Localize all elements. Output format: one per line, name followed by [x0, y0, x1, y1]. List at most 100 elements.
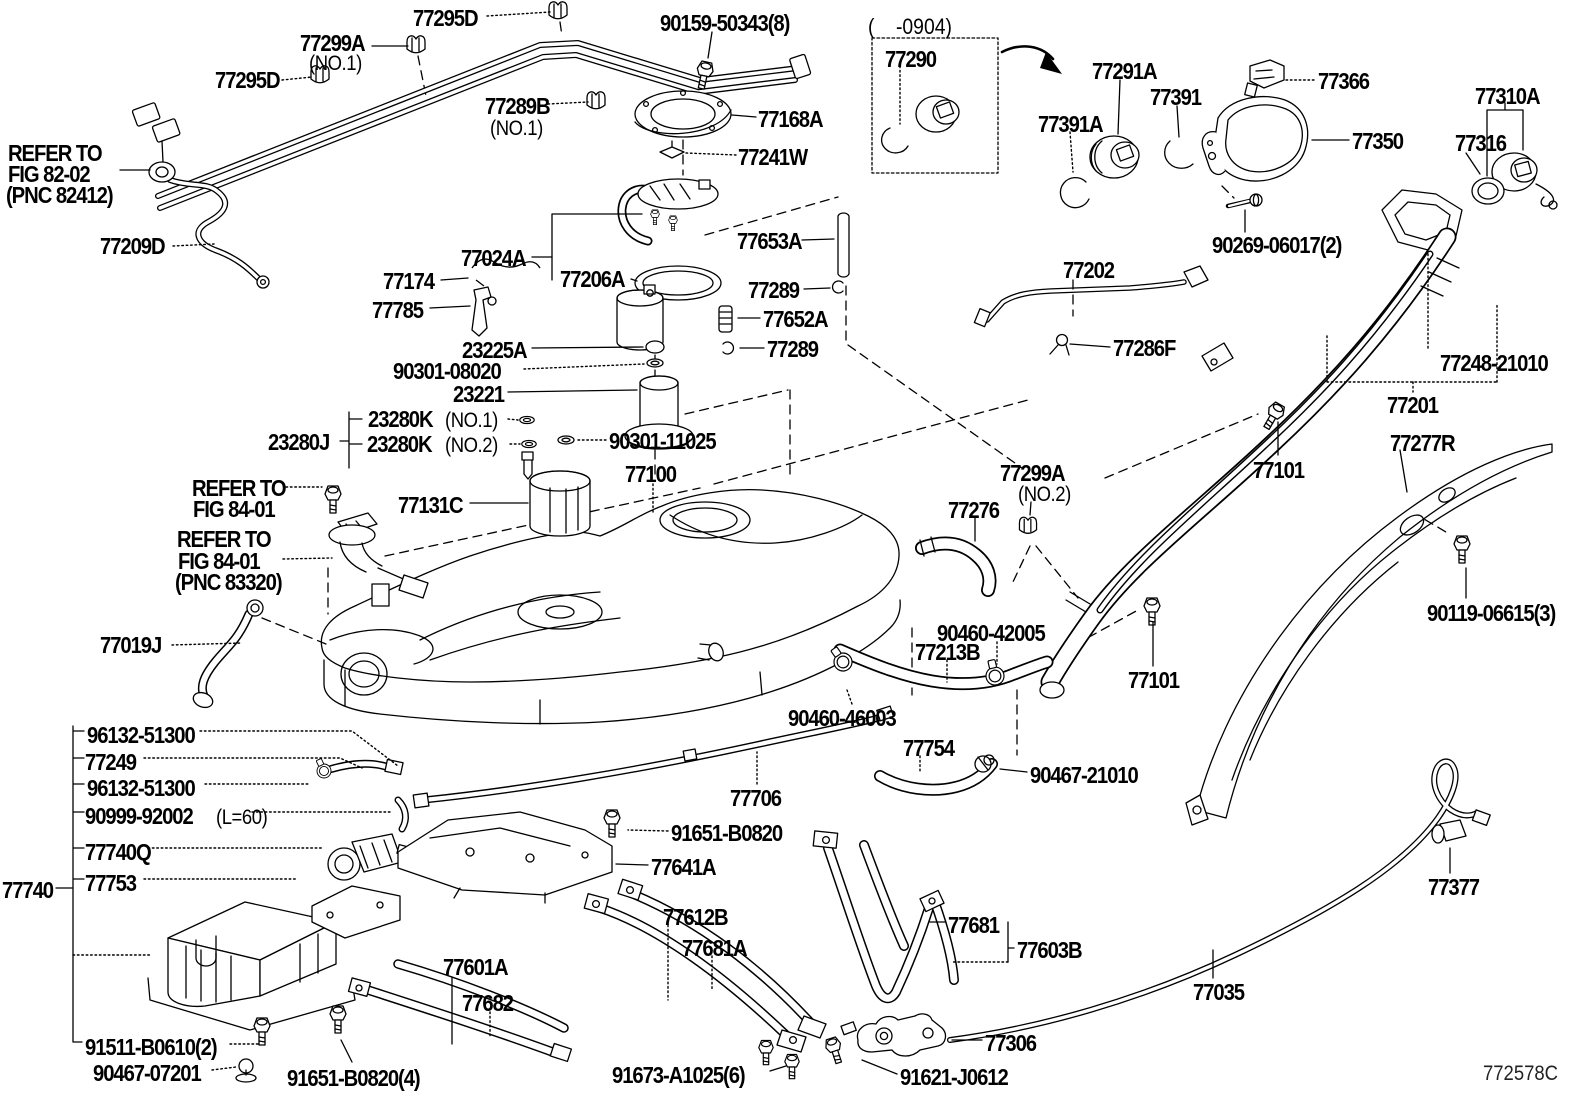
part-label-77612b: 77612B	[663, 904, 729, 930]
diagram-code: 772578C	[1483, 1062, 1559, 1085]
part-label-no2: (NO.2)	[445, 434, 498, 457]
part-label-77652a: 77652A	[763, 306, 829, 332]
part-label-77653a: 77653A	[737, 228, 803, 254]
charcoal-canister-assembly	[147, 757, 412, 1083]
part-label-77306: 77306	[985, 1030, 1037, 1056]
fuel-filler-lid	[1201, 96, 1309, 209]
breather-tube-77202	[973, 265, 1209, 534]
part-label-no1: (NO.1)	[309, 52, 362, 75]
part-label-77391a: 77391A	[1038, 111, 1104, 137]
part-label-77213b: 77213B	[915, 639, 981, 665]
part-label-23221: 23221	[453, 381, 505, 407]
part-label-77350: 77350	[1352, 128, 1404, 154]
part-label-77289: 77289	[748, 277, 800, 303]
part-label-fig84-01: FIG 84-01	[193, 496, 276, 522]
part-label-no1: (NO.1)	[445, 409, 498, 432]
part-label-77202: 77202	[1063, 257, 1115, 283]
part-label-77299a: 77299A	[1000, 460, 1066, 486]
part-label-77276: 77276	[948, 497, 1000, 523]
part-label-77131c: 77131C	[398, 492, 464, 518]
part-label-77290: 77290	[885, 46, 937, 72]
part-label-77201: 77201	[1387, 392, 1439, 418]
part-label-90467-07201: 90467-07201	[93, 1060, 202, 1086]
part-label-23280j: 23280J	[268, 429, 330, 455]
lid-lock-and-release-cable	[822, 761, 1491, 1066]
part-label-23225a: 23225A	[462, 337, 528, 363]
tank-band-straps	[347, 830, 954, 1080]
part-label-77366: 77366	[1318, 68, 1370, 94]
part-label-77019j: 77019J	[100, 632, 162, 658]
part-label-77174: 77174	[383, 268, 435, 294]
part-label-77286f: 77286F	[1113, 335, 1176, 361]
part-label-77249: 77249	[85, 749, 137, 775]
part-label-77316: 77316	[1455, 130, 1507, 156]
fuel-filler-pipe	[1039, 189, 1471, 699]
part-label-91673-a10256: 91673-A1025(6)	[612, 1062, 746, 1088]
fuel-caps-and-gaskets	[1059, 59, 1558, 210]
part-label-77682: 77682	[462, 990, 514, 1016]
part-label-77209d: 77209D	[100, 233, 166, 259]
fuel-tank	[320, 489, 901, 725]
part-label-77740q: 77740Q	[85, 839, 152, 865]
part-label-90467-21010: 90467-21010	[1030, 762, 1139, 788]
part-label-77035: 77035	[1193, 979, 1245, 1005]
pump-bracket-77641a	[397, 809, 621, 904]
inset-early-production-box	[871, 37, 1062, 174]
part-label-77601a: 77601A	[443, 954, 509, 980]
part-label-77024a: 77024A	[461, 245, 527, 271]
part-label-77277r: 77277R	[1390, 430, 1456, 456]
part-label-77641a: 77641A	[651, 854, 717, 880]
part-label-91651-b08204: 91651-B0820(4)	[287, 1065, 421, 1091]
part-label-l60: (L=60)	[216, 806, 268, 829]
part-label-77289: 77289	[767, 336, 819, 362]
part-label-96132-51300: 96132-51300	[87, 775, 196, 801]
part-label-referto: REFER TO	[192, 475, 287, 501]
part-label-23280k: 23280K	[368, 406, 434, 432]
tank-hoses	[412, 536, 1047, 809]
part-label--0904: ( -0904)	[868, 14, 952, 39]
part-label-77206a: 77206A	[560, 266, 626, 292]
part-label-referto: REFER TO	[8, 140, 103, 166]
part-label-90119-066153: 90119-06615(3)	[1427, 600, 1556, 626]
part-label-90269-060172: 90269-06017(2)	[1212, 232, 1342, 258]
part-label-77101: 77101	[1253, 457, 1305, 483]
part-label-91621-j0612: 91621-J0612	[900, 1064, 1009, 1090]
part-label-77377: 77377	[1428, 874, 1480, 900]
part-label-77681: 77681	[948, 912, 1000, 938]
part-label-90460-46003: 90460-46003	[788, 705, 897, 731]
part-label-no1: (NO.1)	[490, 117, 543, 140]
part-label-77289b: 77289B	[485, 93, 551, 119]
part-label-77310a: 77310A	[1475, 83, 1541, 109]
part-label-90999-92002: 90999-92002	[85, 803, 194, 829]
part-label-77681a: 77681A	[682, 935, 748, 961]
part-label-referto: REFER TO	[177, 526, 272, 552]
part-label-pnc83320: (PNC 83320)	[175, 569, 283, 595]
part-label-no2: (NO.2)	[1018, 483, 1071, 506]
part-label-90159-503438: 90159-50343(8)	[660, 10, 790, 36]
part-label-77241w: 77241W	[738, 144, 808, 170]
part-label-77603b: 77603B	[1017, 937, 1083, 963]
part-label-77100: 77100	[625, 461, 677, 487]
part-label-fig84-01: FIG 84-01	[178, 548, 261, 574]
part-label-77248-21010: 77248-21010	[1440, 350, 1549, 376]
part-label-90301-08020: 90301-08020	[393, 358, 502, 384]
filler-pipe-protector	[1185, 443, 1553, 826]
part-label-96132-51300: 96132-51300	[87, 722, 196, 748]
part-label-77391: 77391	[1150, 84, 1202, 110]
part-label-90460-42005: 90460-42005	[937, 620, 1046, 646]
part-label-77168a: 77168A	[758, 106, 824, 132]
part-label-77785: 77785	[372, 297, 424, 323]
part-label-77295d: 77295D	[413, 5, 479, 31]
part-label-90301-11025: 90301-11025	[609, 428, 717, 454]
part-label-77291a: 77291A	[1092, 58, 1158, 84]
breather-pipe-77019j	[192, 599, 264, 709]
leader-lines	[55, 11, 1524, 1075]
part-label-fig82-02: FIG 82-02	[8, 161, 91, 187]
part-label-77706: 77706	[730, 785, 782, 811]
part-label-77295d: 77295D	[215, 67, 281, 93]
fuel-tube-lines	[131, 1, 812, 289]
fuel-pump-module	[471, 59, 850, 537]
part-label-23280k: 23280K	[367, 431, 433, 457]
part-label-91511-b06102: 91511-B0610(2)	[85, 1034, 218, 1060]
